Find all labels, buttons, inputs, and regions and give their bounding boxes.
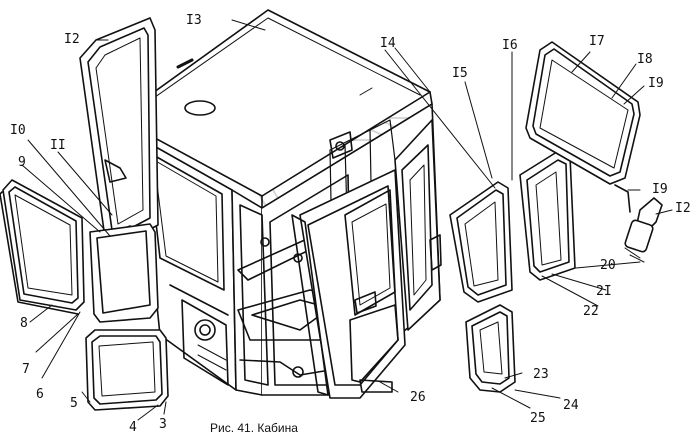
callout-12-top: I2 <box>64 32 80 47</box>
callout-18: I8 <box>637 52 653 67</box>
roof-hatch <box>184 100 216 116</box>
callout-4: 4 <box>129 420 137 435</box>
callout-19-top: I9 <box>648 76 664 91</box>
left-window-seal <box>89 223 159 323</box>
callout-labels: I2 I3 I4 I5 I6 I7 I8 I9 I9 I2 I0 9 II 8 … <box>10 13 691 435</box>
callout-19-motor: I9 <box>652 182 668 197</box>
rear-window-frame <box>79 17 159 249</box>
callout-6: 6 <box>36 387 44 402</box>
callout-12-motor: I2 <box>675 201 691 216</box>
lower-right-glass <box>465 304 516 393</box>
left-window-glass <box>0 179 85 315</box>
callout-10: I0 <box>10 123 26 138</box>
callout-7: 7 <box>22 362 30 377</box>
cabin-door <box>291 169 406 399</box>
callout-21: 2I <box>596 284 612 299</box>
callout-16: I6 <box>502 38 518 53</box>
leader-lines <box>21 19 673 421</box>
callout-25: 25 <box>530 411 546 426</box>
callout-26: 26 <box>410 390 426 405</box>
callout-17: I7 <box>589 34 605 49</box>
callout-8: 8 <box>20 316 28 331</box>
callout-9: 9 <box>18 155 26 170</box>
right-seal-frames <box>519 149 576 281</box>
callout-15: I5 <box>452 66 468 81</box>
figure-caption: Рис. 41. Кабина <box>210 421 298 435</box>
callout-22: 22 <box>583 304 599 319</box>
wiper-motor <box>614 184 663 263</box>
callout-11: II <box>50 138 66 153</box>
fuel-cap <box>194 319 216 341</box>
callout-14: I4 <box>380 36 396 51</box>
callout-3: 3 <box>159 417 167 432</box>
top-right-glass <box>525 41 641 185</box>
callout-20: 20 <box>600 258 616 273</box>
callout-13: I3 <box>186 13 202 28</box>
callout-5: 5 <box>70 396 78 411</box>
right-door-glass <box>449 181 513 303</box>
callout-24: 24 <box>563 398 579 413</box>
callout-23: 23 <box>533 367 549 382</box>
lower-left-glass <box>85 329 169 411</box>
